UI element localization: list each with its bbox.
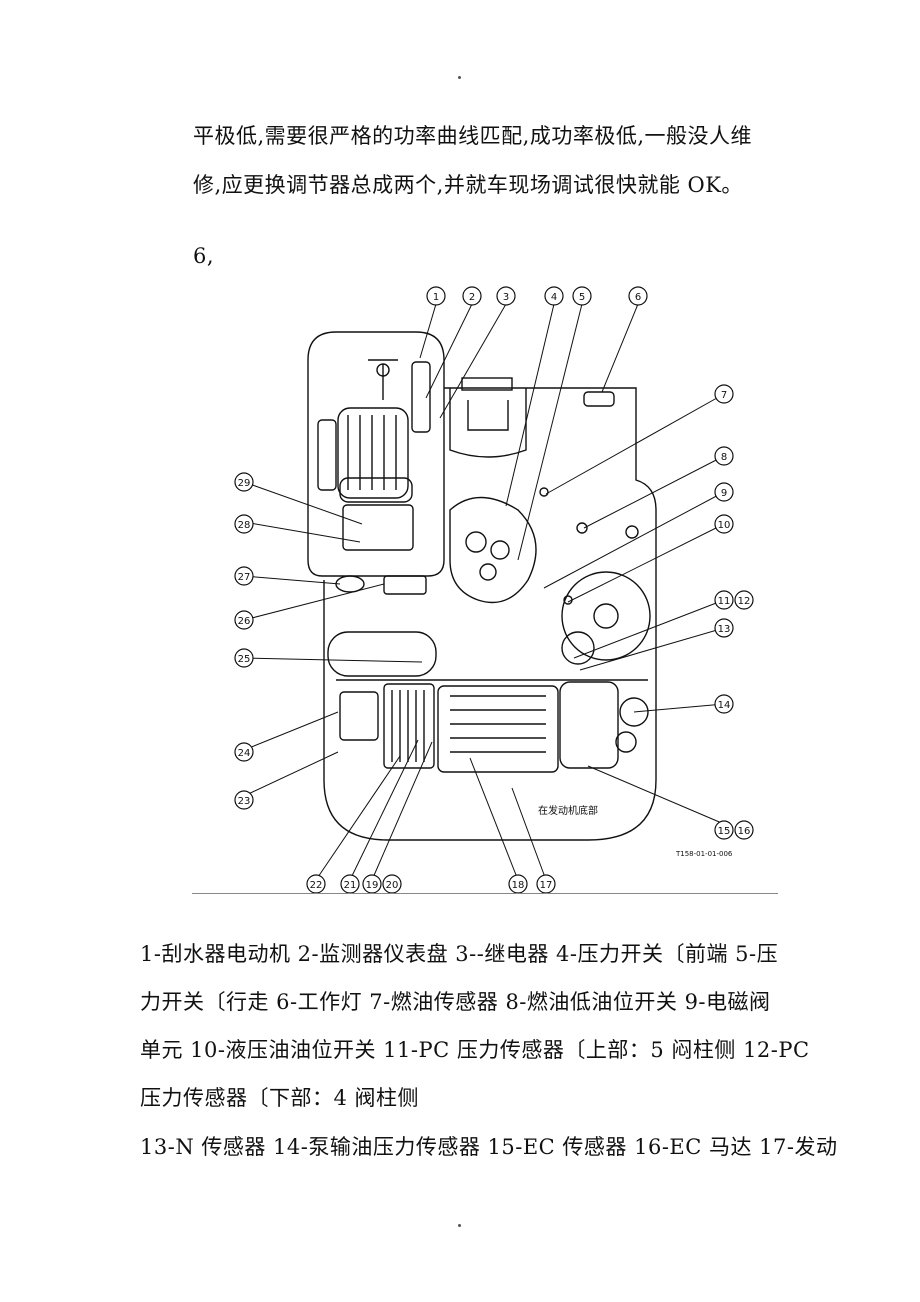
callout-label-15: 15: [718, 826, 731, 837]
callout-label-3: 3: [503, 292, 509, 303]
callout-label-6: 6: [635, 292, 641, 303]
callout-label-19: 19: [366, 880, 379, 891]
callout-label-4: 4: [551, 292, 557, 303]
callout-1: [426, 286, 446, 306]
callout-5: [572, 286, 592, 306]
callout-2: [462, 286, 482, 306]
callout-label-2: 2: [469, 292, 475, 303]
bottom-dot: [458, 1224, 461, 1227]
callout-28: [234, 514, 254, 534]
callout-13: [714, 618, 734, 638]
top-dot: [458, 76, 461, 79]
callout-label-13: 13: [718, 624, 731, 635]
callout-label-8: 8: [721, 452, 727, 463]
intro-line-1: 平极低,需要很严格的功率曲线匹配,成功率极低,一般没人维: [193, 124, 753, 148]
callout-4: [544, 286, 564, 306]
callout-25: [234, 648, 254, 668]
legend-line-3: 单元 10-液压油油位开关 11-PC 压力传感器〔上部：5 闷柱侧 12-PC: [140, 1038, 810, 1062]
callout-15: [714, 820, 734, 840]
callout-label-21: 21: [344, 880, 357, 891]
pump: [559, 681, 619, 769]
callout-label-24: 24: [238, 748, 251, 759]
intro-line-2: 修,应更换调节器总成两个,并就车现场调试很快就能 OK。: [193, 173, 743, 197]
legend-line-5: 13-N 传感器 14-泵输油压力传感器 15-EC 传感器 16-EC 马达 …: [140, 1135, 838, 1159]
callout-8: [714, 446, 734, 466]
callout-label-23: 23: [238, 796, 251, 807]
legend-line-2: 力开关〔行走 6-工作灯 7-燃油传感器 8-燃油低油位开关 9-电磁阀: [140, 990, 771, 1014]
callout-label-14: 14: [718, 700, 731, 711]
machine-layout-diagram: 1 2 3 4 5 6 7 8 9 10 11 12 13 14 15 16 1…: [188, 280, 780, 898]
callout-label-12: 12: [738, 596, 751, 607]
callout-7: [714, 384, 734, 404]
callout-label-1: 1: [433, 292, 439, 303]
body-outline: [323, 387, 657, 841]
callout-11: [714, 590, 734, 610]
callout-label-22: 22: [310, 880, 323, 891]
callout-label-5: 5: [579, 292, 585, 303]
callout-9: [714, 482, 734, 502]
engine-bottom-note: 在发动机底部: [538, 804, 598, 817]
cab-outline: [307, 331, 445, 577]
callout-3: [496, 286, 516, 306]
legend-line-1: 1-刮水器电动机 2-监测器仪表盘 3--继电器 4-压力开关〔前端 5-压: [140, 942, 779, 966]
legend-line-4: 压力传感器〔下部：4 阀柱侧: [140, 1086, 420, 1110]
callout-6: [628, 286, 648, 306]
callout-label-28: 28: [238, 520, 251, 531]
callout-label-11: 11: [718, 596, 731, 607]
callout-14: [714, 694, 734, 714]
hydraulic-tank: [327, 631, 437, 677]
item-number: 6,: [193, 244, 215, 268]
battery: [339, 691, 379, 741]
callout-23: [234, 790, 254, 810]
callout-27: [234, 566, 254, 586]
callout-label-18: 18: [512, 880, 525, 891]
callout-label-9: 9: [721, 488, 727, 499]
callout-label-29: 29: [238, 478, 251, 489]
figure-code: T158-01-01-006: [675, 850, 733, 858]
swing-bearing: [561, 571, 651, 661]
callout-16: [734, 820, 754, 840]
callout-label-7: 7: [721, 390, 727, 401]
callout-label-25: 25: [238, 654, 251, 665]
figure-divider: [192, 893, 778, 894]
radiator: [383, 683, 435, 769]
work-light: [583, 391, 615, 407]
callout-label-20: 20: [386, 880, 399, 891]
callout-label-26: 26: [238, 616, 251, 627]
callout-label-10: 10: [718, 520, 731, 531]
callout-10: [714, 514, 734, 534]
callout-label-17: 17: [540, 880, 553, 891]
diagram-svg: 1 2 3 4 5 6 7 8 9 10 11 12 13 14 15 16 1…: [234, 286, 754, 894]
callout-26: [234, 610, 254, 630]
engine: [437, 685, 559, 773]
callout-24: [234, 742, 254, 762]
callout-29: [234, 472, 254, 492]
callout-label-16: 16: [738, 826, 751, 837]
seat: [337, 407, 409, 499]
callout-label-27: 27: [238, 572, 251, 583]
callout-12: [734, 590, 754, 610]
